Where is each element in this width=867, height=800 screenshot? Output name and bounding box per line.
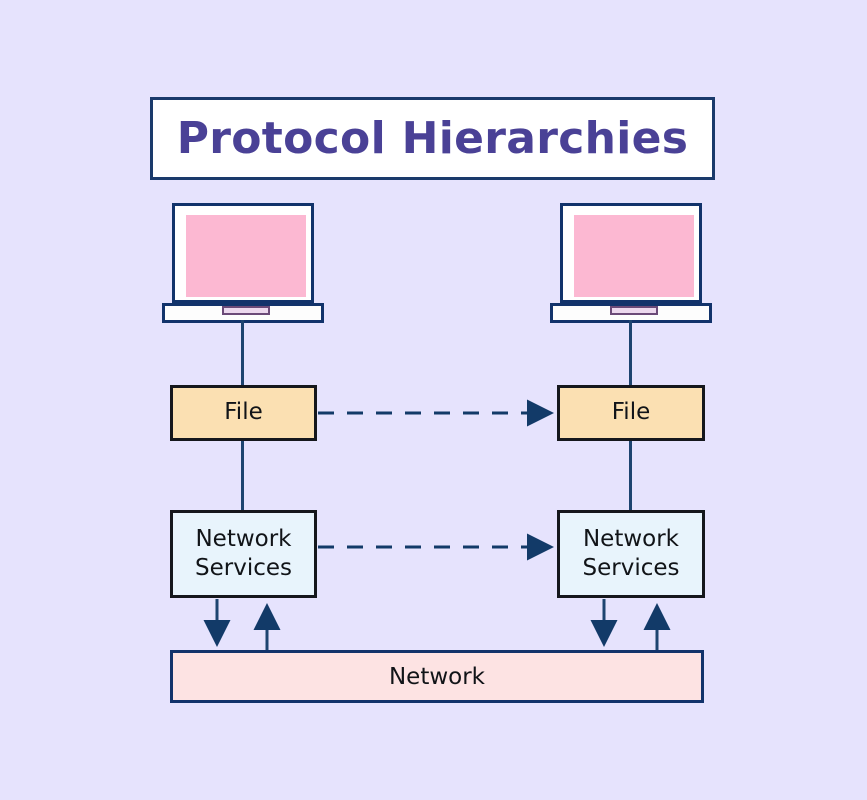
- connector-file-services-left: [241, 440, 244, 511]
- layer-label-services-right-line2: Services: [582, 555, 680, 581]
- connector-laptop-file-right: [629, 320, 632, 386]
- layer-label-services-left-line1: Network: [195, 525, 292, 552]
- layer-box-file-right[interactable]: File: [557, 385, 705, 441]
- layer-label-file-left: File: [224, 399, 263, 426]
- layer-label-network: Network: [388, 663, 486, 690]
- laptop-lid-right: [560, 203, 702, 303]
- page-title: Protocol Hierarchies: [176, 113, 689, 164]
- laptop-icon-right: [550, 203, 712, 323]
- layer-label-services-right: Network Services: [583, 525, 680, 584]
- layer-box-services-right[interactable]: Network Services: [557, 510, 705, 598]
- layer-label-file-right: File: [611, 399, 651, 426]
- page-title-box: Protocol Hierarchies: [150, 97, 715, 180]
- layer-box-services-left[interactable]: Network Services: [170, 510, 317, 598]
- connector-laptop-file-left: [241, 320, 244, 386]
- laptop-trackpad-right: [610, 306, 658, 315]
- laptop-lid-left: [172, 203, 314, 303]
- laptop-trackpad-left: [222, 306, 270, 315]
- laptop-screen-left: [186, 215, 306, 297]
- layer-box-file-left[interactable]: File: [170, 385, 317, 441]
- laptop-screen-right: [574, 215, 694, 297]
- laptop-icon-left: [162, 203, 324, 323]
- layer-box-network[interactable]: Network: [170, 650, 704, 703]
- layer-label-services-left: Network Services: [195, 525, 292, 584]
- connector-file-services-right: [629, 440, 632, 511]
- layer-label-services-right-line1: Network: [582, 525, 680, 552]
- layer-label-services-left-line2: Services: [195, 555, 292, 581]
